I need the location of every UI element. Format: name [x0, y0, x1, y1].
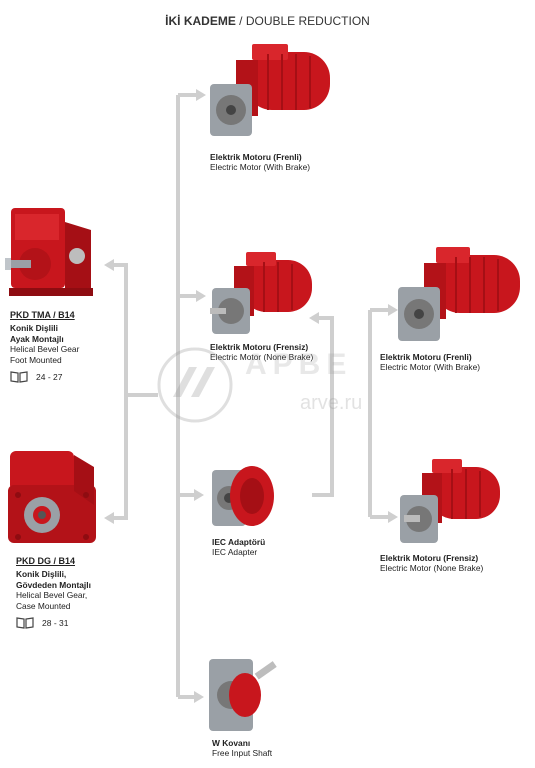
option-motor-nobrake-tr: Elektrik Motoru (Frensiz): [210, 342, 309, 352]
gearbox-tma-pages: 24 - 27: [10, 371, 120, 383]
gearbox-tma-tr1: Konik Dişlili: [10, 323, 58, 334]
gearbox-tma-code: PKD TMA / B14: [10, 310, 75, 320]
option-free-shaft-en: Free Input Shaft: [212, 748, 273, 759]
gearbox-bracket: [110, 263, 128, 520]
book-icon: [16, 617, 34, 629]
adapter-motor-brake-tr: Elektrik Motoru (Frenli): [380, 352, 472, 362]
gearbox-dg-page-range: 28 - 31: [42, 617, 69, 628]
watermark-text: APBE: [245, 348, 353, 381]
book-icon: [10, 371, 28, 383]
adapter-motor-brake-en: Electric Motor (With Brake): [380, 362, 481, 373]
option-motor-brake-label: Elektrik Motoru (Frenli) Electric Motor …: [210, 152, 360, 173]
gearbox-tma-page-range: 24 - 27: [36, 371, 63, 382]
motor-nobrake-image: [210, 252, 312, 334]
gearbox-dg-code: PKD DG / B14: [16, 556, 76, 566]
watermark-sub: arve.ru: [300, 392, 363, 414]
option-free-shaft-tr: W Kovanı: [212, 738, 251, 748]
gearbox-tma-image: [5, 208, 93, 296]
gearbox-dg-en2: Case Mounted: [16, 600, 71, 611]
title-bold: İKİ KADEME: [165, 14, 236, 28]
option-motor-nobrake-en: Electric Motor (None Brake): [210, 352, 314, 363]
option-motor-nobrake-label: Elektrik Motoru (Frensiz) Electric Motor…: [210, 342, 360, 363]
option-iec-adapter-tr: IEC Adaptörü: [212, 537, 266, 547]
option-iec-adapter-en: IEC Adapter: [212, 547, 258, 558]
adapter-motor-nobrake-image: [400, 459, 500, 543]
option-iec-adapter-label: IEC Adaptörü IEC Adapter: [212, 537, 332, 558]
adapter-motor-brake-image: [398, 247, 520, 341]
adapter-motor-nobrake-tr: Elektrik Motoru (Frensiz): [380, 553, 479, 563]
gearbox-dg-tr1: Konik Dişlili,: [16, 569, 67, 580]
gearbox-dg-image: [8, 451, 96, 543]
adapter-motor-nobrake-en: Electric Motor (None Brake): [380, 563, 484, 574]
gearbox-tma-tr2: Ayak Montajlı: [10, 333, 64, 344]
adapter-motor-nobrake-label: Elektrik Motoru (Frensiz) Electric Motor…: [380, 553, 530, 574]
adapter-bracket: [312, 316, 334, 497]
gearbox-tma-label: PKD TMA / B14 Konik Dişlili Ayak Montajl…: [10, 310, 120, 383]
gearbox-tma-en1: Helical Bevel Gear: [10, 344, 80, 355]
option-motor-brake-tr: Elektrik Motoru (Frenli): [210, 152, 302, 162]
option-motor-brake-en: Electric Motor (With Brake): [210, 162, 311, 173]
option-free-shaft-label: W Kovanı Free Input Shaft: [212, 738, 332, 759]
gearbox-dg-pages: 28 - 31: [16, 617, 126, 629]
free-input-shaft-image: [209, 659, 277, 731]
iec-adapter-image: [212, 466, 274, 526]
page-title: İKİ KADEME / DOUBLE REDUCTION: [0, 14, 535, 28]
title-rest: / DOUBLE REDUCTION: [235, 14, 370, 28]
adapter-motor-brake-label: Elektrik Motoru (Frenli) Electric Motor …: [380, 352, 530, 373]
gearbox-dg-label: PKD DG / B14 Konik Dişlili, Gövdeden Mon…: [16, 556, 126, 629]
gearbox-dg-tr2: Gövdeden Montajlı: [16, 579, 91, 590]
watermark-logo-icon: [157, 347, 233, 423]
motor-brake-image: [210, 44, 330, 136]
gearbox-tma-en2: Foot Mounted: [10, 354, 62, 365]
gearbox-dg-en1: Helical Bevel Gear,: [16, 590, 88, 601]
